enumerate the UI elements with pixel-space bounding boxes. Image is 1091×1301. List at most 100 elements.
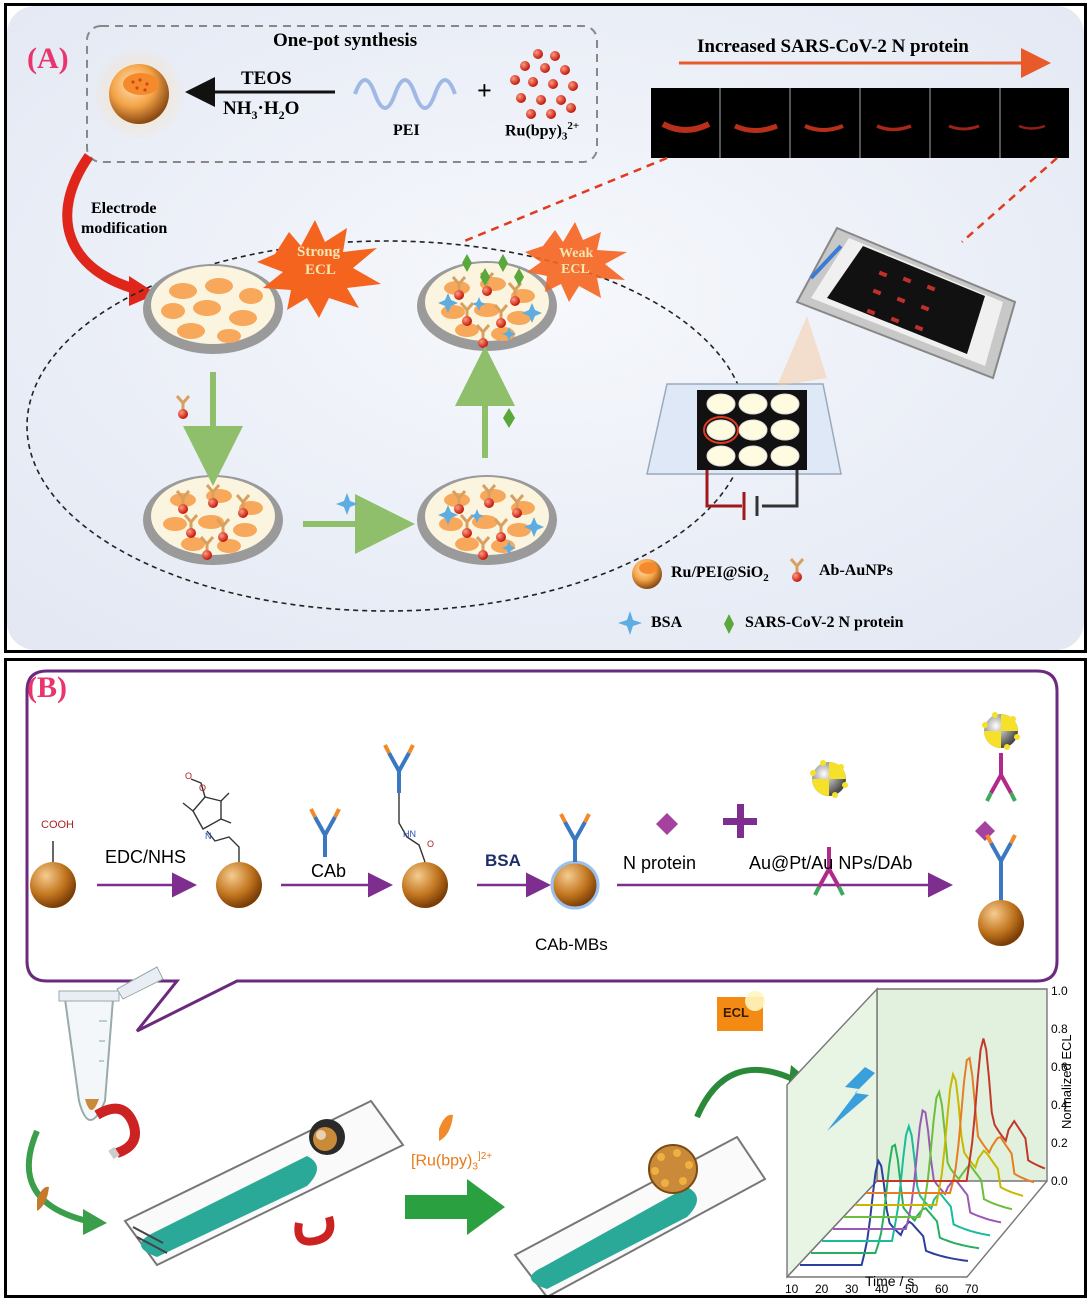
strong-ecl-label-1: Strong [297, 244, 341, 260]
synthesis-title: One-pot synthesis [273, 30, 418, 51]
chart-y-tick-label: 0.4 [1051, 1098, 1068, 1112]
strong-ecl-label-2: ECL [305, 262, 336, 278]
svg-text:O: O [185, 771, 192, 781]
electrode-label-2: modification [81, 220, 168, 237]
n-protein-step-icon [503, 408, 515, 428]
curve-arrow-left [25, 1129, 88, 1224]
chart-series-line [800, 1158, 969, 1266]
chart-y-tick-label: 0.8 [1051, 1022, 1068, 1036]
chart-y-tick-label: 0.0 [1051, 1174, 1068, 1188]
drop-icon [37, 1186, 49, 1211]
bead-cab: HN O [383, 743, 448, 908]
synthesis-box [86, 25, 598, 163]
panel-b-label: (B) [27, 671, 67, 704]
panel-b-drawing: O O N HN O [7, 661, 1084, 1295]
legend-ab-aunps-label: Ab-AuNPs [819, 562, 893, 579]
chart-x-tick-label: 50 [905, 1282, 919, 1295]
chart-y-tick-label: 1.0 [1051, 984, 1068, 998]
weak-ecl-burst [525, 222, 627, 302]
n-protein-label: N protein [623, 853, 697, 873]
chart-x-tick-label: 20 [815, 1282, 829, 1295]
dab-label: Au@Pt/Au NPs/DAb [749, 853, 913, 873]
chart-series-line [844, 1088, 1013, 1218]
chart-x-tick-label: 40 [875, 1282, 889, 1295]
chart-series-line [833, 1108, 1002, 1230]
cab-mbs-label: CAb-MBs [535, 935, 608, 954]
chart-x-tick-label: 70 [965, 1282, 979, 1295]
chart-xlabel: Time / s [865, 1273, 915, 1289]
edc-nhs-label: EDC/NHS [105, 847, 187, 867]
chart-series-line [866, 1056, 1035, 1194]
chart-x-tick-label: 10 [785, 1282, 799, 1295]
chart-y-tick-label: 0.6 [1051, 1060, 1068, 1074]
chart-back-wall [876, 988, 1048, 1182]
smartphone [795, 226, 1017, 380]
svg-text:N: N [205, 831, 212, 841]
electrode-bare [143, 264, 283, 354]
cab-label: CAb [311, 861, 347, 881]
process-bubble [25, 669, 1059, 1033]
chart-series-line [822, 1122, 991, 1242]
chart-ylabel: Normalized ECL [1059, 1034, 1074, 1129]
ru-bpy-label-b: [Ru(bpy)3]2+ [411, 1151, 493, 1173]
synthesis-plus: + [477, 76, 492, 105]
reagent-teos: TEOS [241, 68, 292, 89]
strong-ecl-burst [257, 220, 381, 318]
chart-series-line [877, 1038, 1046, 1182]
legend-n-protein-label: SARS-CoV-2 N protein [745, 614, 904, 631]
chart-x-tick-label: 60 [935, 1282, 949, 1295]
chart-x-tick-label: 30 [845, 1282, 859, 1295]
increase-label: Increased SARS-CoV-2 N protein [697, 36, 969, 57]
panel-a-drawing [7, 6, 1084, 650]
ru-bpy-label: Ru(bpy)32+ [505, 120, 580, 143]
legend-bsa-label: BSA [651, 614, 683, 631]
pei-wave [353, 78, 457, 110]
ru-bpy-dots [510, 49, 578, 119]
ecl-3d-chart: 10 20 30 40 50 60 70 0.0 0.2 0.4 0.6 0.8 1.0 [785, 984, 1068, 1295]
weak-ecl-label-2: ECL [561, 262, 590, 277]
sandwich-complex [975, 712, 1024, 946]
svg-text:HN: HN [403, 829, 416, 839]
panel-a: (A) One-pot synthesis TEOS NH3·H2O PEI +… [4, 3, 1087, 653]
cooh-label: COOH [41, 819, 74, 831]
bead-nhs-ester: O O N [182, 771, 262, 908]
chart-y-tick-label: 0.2 [1051, 1136, 1068, 1150]
electrode-modification-arrow [62, 153, 141, 295]
chart-series-line [855, 1071, 1024, 1206]
magnet-icon [94, 1103, 140, 1160]
pei-label: PEI [393, 122, 420, 139]
ru-addition-arrow [405, 1179, 505, 1235]
weak-ecl-label-1: Weak [559, 246, 594, 261]
curve-arrow-right [694, 1066, 799, 1119]
svg-text:O: O [427, 839, 434, 849]
panel-b: O O N HN O [4, 658, 1087, 1298]
electrode-label-1: Electrode [91, 200, 157, 217]
reagent-nh3-h2o: NH3·H2O [223, 98, 300, 122]
ecl-badge [717, 991, 765, 1031]
bead-cab-mbs [550, 812, 600, 910]
electrode-array [646, 383, 842, 520]
screen-printed-electrode-1 [123, 1099, 405, 1267]
electrode-with-n-protein [417, 254, 557, 351]
bsa-label: BSA [485, 851, 521, 870]
chart-blue-arrow [827, 1067, 875, 1131]
plus-icon [723, 804, 757, 838]
bsa-step-icon [336, 493, 358, 515]
n-protein-icon [656, 813, 678, 835]
chart-series-line [811, 1143, 980, 1254]
magnet-icon-2 [294, 1215, 335, 1246]
eppendorf-tube [58, 966, 164, 1121]
chart-series-group [800, 1038, 1046, 1266]
ecl-badge-label: ECL [723, 1005, 749, 1020]
screen-printed-electrode-2 [513, 1135, 767, 1295]
bead-cooh [30, 841, 76, 908]
legend-n-protein-icon [724, 614, 734, 634]
ru-drop-icon [439, 1114, 453, 1141]
legend-ru-pei-label: Ru/PEI@SiO2 [671, 564, 769, 585]
ecl-image-strip [651, 88, 1069, 158]
panel-a-label: (A) [27, 42, 69, 75]
electrode-with-bsa [417, 475, 557, 565]
svg-text:O: O [199, 783, 206, 793]
electrode-with-ab-aunps [143, 475, 283, 565]
legend-bsa-icon [618, 611, 642, 635]
